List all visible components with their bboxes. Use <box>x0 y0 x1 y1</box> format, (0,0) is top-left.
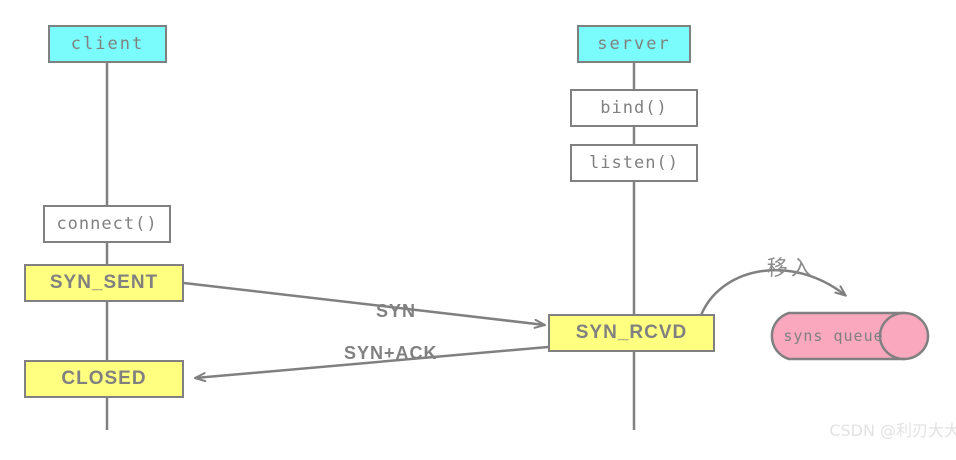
syn-ack-message-label: SYN+ACK <box>320 322 438 385</box>
move-in-annotation-text: 移入 <box>766 256 815 280</box>
diagram-canvas: client connect() SYN_SENT CLOSED server … <box>24 25 956 440</box>
server-endpoint-box[interactable]: server <box>577 25 691 63</box>
client-state-closed[interactable]: CLOSED <box>24 360 184 398</box>
syn-arrow <box>183 281 546 329</box>
csdn-watermark-text: CSDN @利刃大大 <box>829 421 956 440</box>
server-bind-label: bind() <box>600 98 668 118</box>
syns-queue-shape <box>770 311 930 361</box>
syn-ack-message-text: SYN+ACK <box>344 343 438 363</box>
csdn-watermark: CSDN @利刃大大 <box>809 398 956 460</box>
server-endpoint-label: server <box>597 34 671 54</box>
client-connect-box[interactable]: connect() <box>43 205 171 243</box>
syns-queue-label: syns queue <box>783 327 884 345</box>
client-state-syn-sent[interactable]: SYN_SENT <box>24 264 184 302</box>
server-listen-box[interactable]: listen() <box>570 144 698 182</box>
syn-message-label: SYN <box>352 280 416 343</box>
diagram-connectors <box>105 62 930 430</box>
syns-queue-box[interactable]: syns queue <box>765 312 928 360</box>
client-state-syn-sent-label: SYN_SENT <box>49 272 159 293</box>
syn-message-text: SYN <box>376 301 417 321</box>
syn-ack-arrow <box>194 345 549 383</box>
server-state-syn-rcvd[interactable]: SYN_RCVD <box>548 314 715 352</box>
move-in-annotation: 移入 <box>728 228 815 306</box>
server-bind-box[interactable]: bind() <box>570 89 698 127</box>
client-endpoint-label: client <box>70 34 145 54</box>
client-state-closed-label: CLOSED <box>61 368 147 389</box>
server-state-syn-rcvd-label: SYN_RCVD <box>575 322 688 343</box>
server-listen-label: listen() <box>589 153 679 173</box>
move-in-curve-arrow <box>698 268 847 319</box>
client-endpoint-box[interactable]: client <box>48 25 167 63</box>
client-connect-label: connect() <box>56 214 158 234</box>
